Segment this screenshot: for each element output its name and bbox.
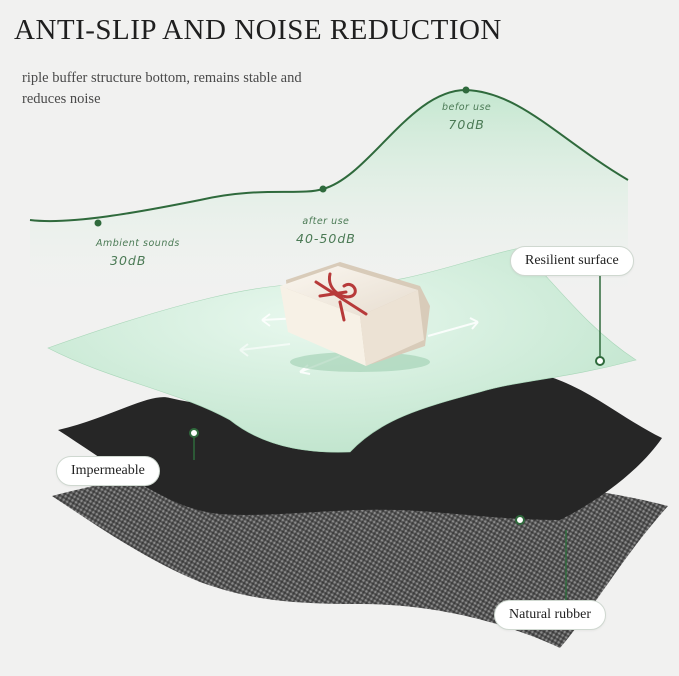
- after-use-value: 40-50dB: [296, 231, 356, 246]
- ambient-marker: [94, 219, 102, 227]
- after-use-marker: [319, 185, 327, 193]
- after-use-name: after use: [302, 216, 350, 227]
- page-title: ANTI-SLIP AND NOISE REDUCTION: [14, 14, 502, 46]
- sound-wave-line: [29, 88, 629, 223]
- impermeable-callout-dot: [189, 428, 199, 438]
- sound-wave-glow: [30, 90, 628, 300]
- rubber-callout-dot: [515, 515, 525, 525]
- resilient-callout-dot: [595, 356, 605, 366]
- right-arrow-icon: [427, 317, 479, 337]
- tile-glyph-icon: [314, 272, 368, 322]
- lower-left-arrow-icon: [239, 343, 291, 357]
- ambient-sound-name: Ambient sounds: [96, 238, 180, 249]
- natural-rubber-label: Natural rubber: [494, 600, 607, 630]
- impermeable-label: Impermeable: [56, 456, 160, 486]
- ambient-sound-label: Ambient sounds 30dB: [96, 238, 180, 268]
- mahjong-tile: [280, 262, 430, 372]
- resilient-surface-label: Resilient surface: [510, 246, 634, 276]
- before-use-label: befor use 70dB: [442, 102, 491, 132]
- ambient-sound-value: 30dB: [110, 253, 147, 268]
- before-use-value: 70dB: [448, 117, 485, 132]
- after-use-label: after use 40-50dB: [296, 216, 356, 246]
- before-use-marker: [462, 86, 470, 94]
- before-use-name: befor use: [442, 102, 492, 113]
- page-subtitle: riple buffer structure bottom, remains s…: [22, 70, 302, 107]
